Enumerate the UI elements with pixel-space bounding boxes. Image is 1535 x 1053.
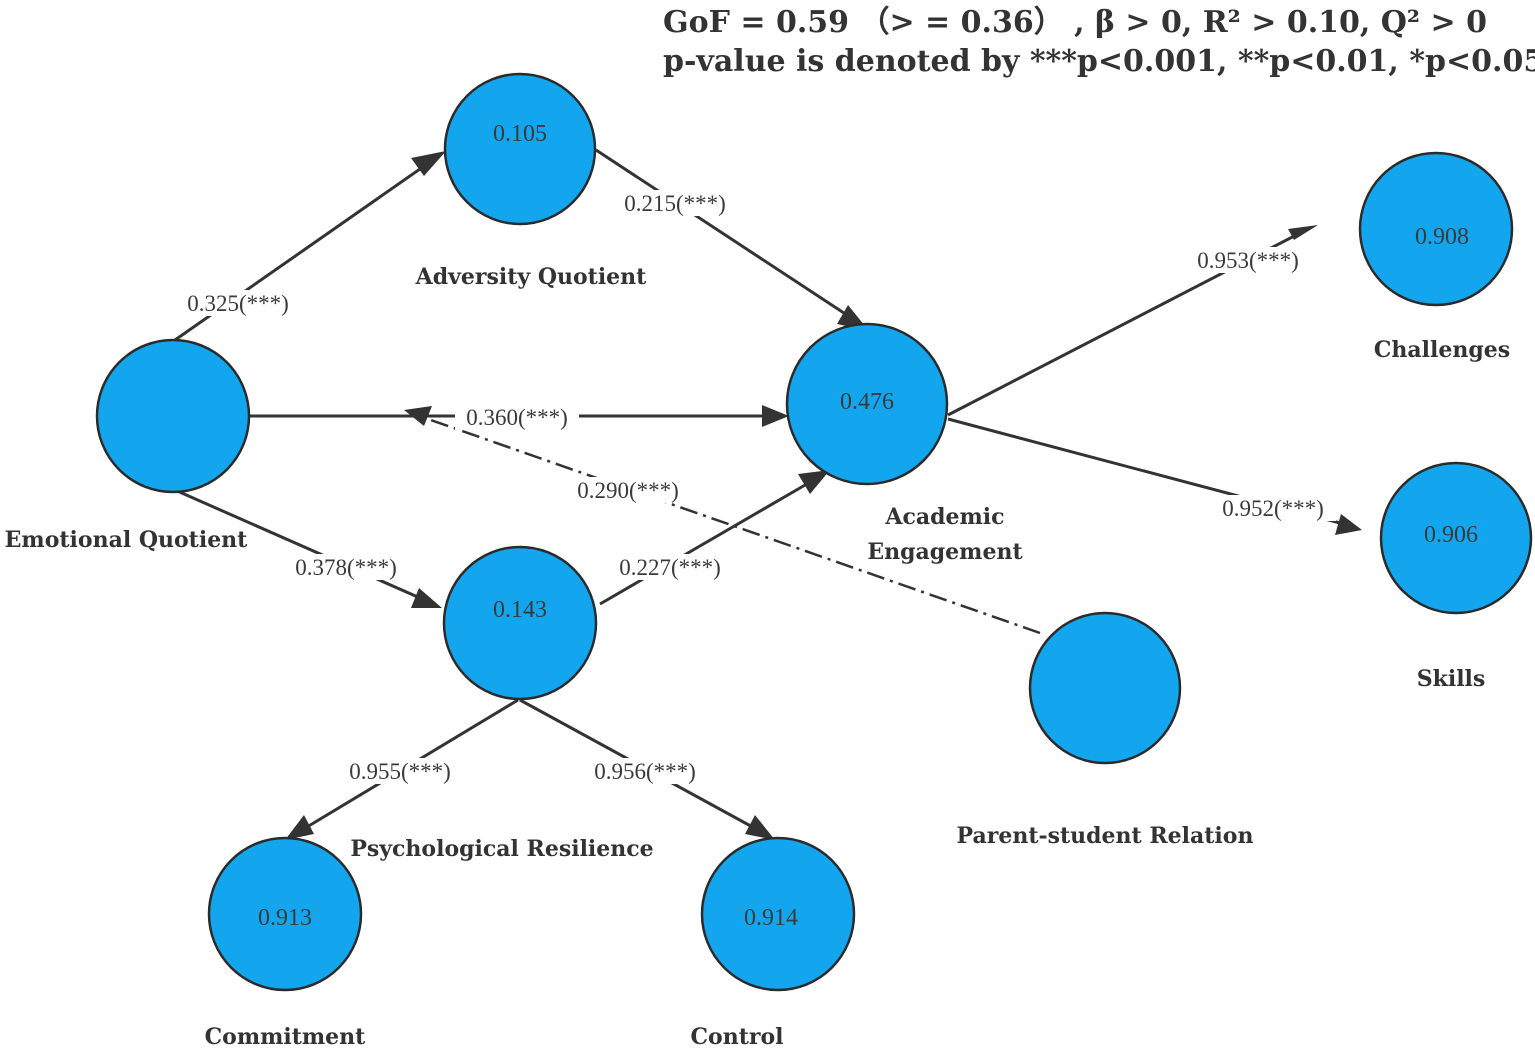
node-circle bbox=[443, 72, 597, 226]
node-psychological-resilience: 0.143 bbox=[442, 545, 598, 701]
node-r2-value: 0.476 bbox=[840, 389, 894, 415]
label-academic-engagement-line1: Academic bbox=[884, 504, 1004, 530]
path-coefficient-labels: 0.325(***) 0.215(***) 0.360(***) 0.290(*… bbox=[175, 190, 1336, 784]
edge-aq-to-ae bbox=[595, 148, 851, 319]
coef-aq-to-ae: 0.215(***) bbox=[624, 191, 726, 216]
label-parent-student-relation: Parent-student Relation bbox=[957, 823, 1254, 849]
node-adversity-quotient: 0.105 bbox=[443, 72, 597, 226]
node-circle bbox=[1028, 611, 1182, 765]
edges bbox=[174, 148, 1362, 840]
arrowhead-ae-to-skills bbox=[1335, 514, 1362, 535]
node-emotional-quotient bbox=[95, 338, 251, 494]
arrowhead-pr-to-commitment bbox=[285, 815, 314, 840]
node-r2-value: 0.105 bbox=[493, 121, 547, 147]
coef-eq-to-pr: 0.378(***) bbox=[295, 555, 397, 580]
coef-parent-moderation: 0.290(***) bbox=[577, 478, 679, 503]
node-circle bbox=[1379, 461, 1533, 615]
coef-eq-to-aq: 0.325(***) bbox=[187, 291, 289, 316]
label-adversity-quotient: Adversity Quotient bbox=[415, 264, 648, 290]
node-commitment: 0.913 bbox=[207, 836, 363, 992]
coef-ae-to-skills: 0.952(***) bbox=[1222, 496, 1324, 521]
arrowhead-eq-to-ae bbox=[762, 405, 789, 427]
node-skills: 0.906 bbox=[1379, 461, 1533, 615]
node-circle bbox=[207, 836, 363, 992]
node-circle bbox=[700, 836, 856, 992]
node-circle bbox=[442, 545, 598, 701]
header-fit-indices: GoF = 0.59 （> = 0.36） , β > 0, R² > 0.10… bbox=[663, 5, 1487, 40]
node-r2-value: 0.143 bbox=[493, 597, 547, 623]
node-control: 0.914 bbox=[700, 836, 856, 992]
edge-pr-to-ae bbox=[599, 479, 813, 606]
coef-pr-to-control: 0.956(***) bbox=[594, 759, 696, 784]
node-parent-student-relation bbox=[1028, 611, 1182, 765]
node-academic-engagement: 0.476 bbox=[785, 322, 949, 486]
edge-parent-moderation bbox=[424, 416, 1041, 635]
coef-eq-to-ae: 0.360(***) bbox=[466, 405, 568, 430]
node-r2-value: 0.908 bbox=[1415, 224, 1469, 250]
label-psychological-resilience: Psychological Resilience bbox=[350, 836, 653, 862]
node-circle bbox=[785, 322, 949, 486]
node-r2-value: 0.913 bbox=[258, 905, 312, 931]
node-r2-value: 0.906 bbox=[1424, 522, 1478, 548]
header-significance-legend: p-value is denoted by ***p<0.001, **p<0.… bbox=[663, 44, 1535, 79]
coef-ae-to-challenges: 0.953(***) bbox=[1197, 248, 1299, 273]
label-skills: Skills bbox=[1417, 666, 1486, 692]
label-commitment: Commitment bbox=[205, 1024, 367, 1050]
label-control: Control bbox=[691, 1024, 784, 1050]
arrowhead-eq-to-pr bbox=[411, 588, 442, 608]
label-emotional-quotient: Emotional Quotient bbox=[5, 527, 249, 553]
arrowhead-ae-to-challenges bbox=[1288, 225, 1318, 240]
node-circle bbox=[95, 338, 251, 494]
label-challenges: Challenges bbox=[1374, 337, 1510, 363]
arrowhead-eq-to-aq bbox=[411, 151, 446, 176]
label-academic-engagement-line2: Engagement bbox=[867, 539, 1023, 565]
arrowhead-pr-to-ae bbox=[798, 470, 830, 494]
arrowhead-pr-to-control bbox=[745, 815, 775, 840]
coef-pr-to-commitment: 0.955(***) bbox=[349, 759, 451, 784]
node-challenges: 0.908 bbox=[1358, 151, 1514, 307]
node-r2-value: 0.914 bbox=[744, 905, 798, 931]
coef-pr-to-ae: 0.227(***) bbox=[619, 555, 721, 580]
arrowhead-parent-moderation bbox=[404, 406, 432, 426]
node-circle bbox=[1358, 151, 1514, 307]
